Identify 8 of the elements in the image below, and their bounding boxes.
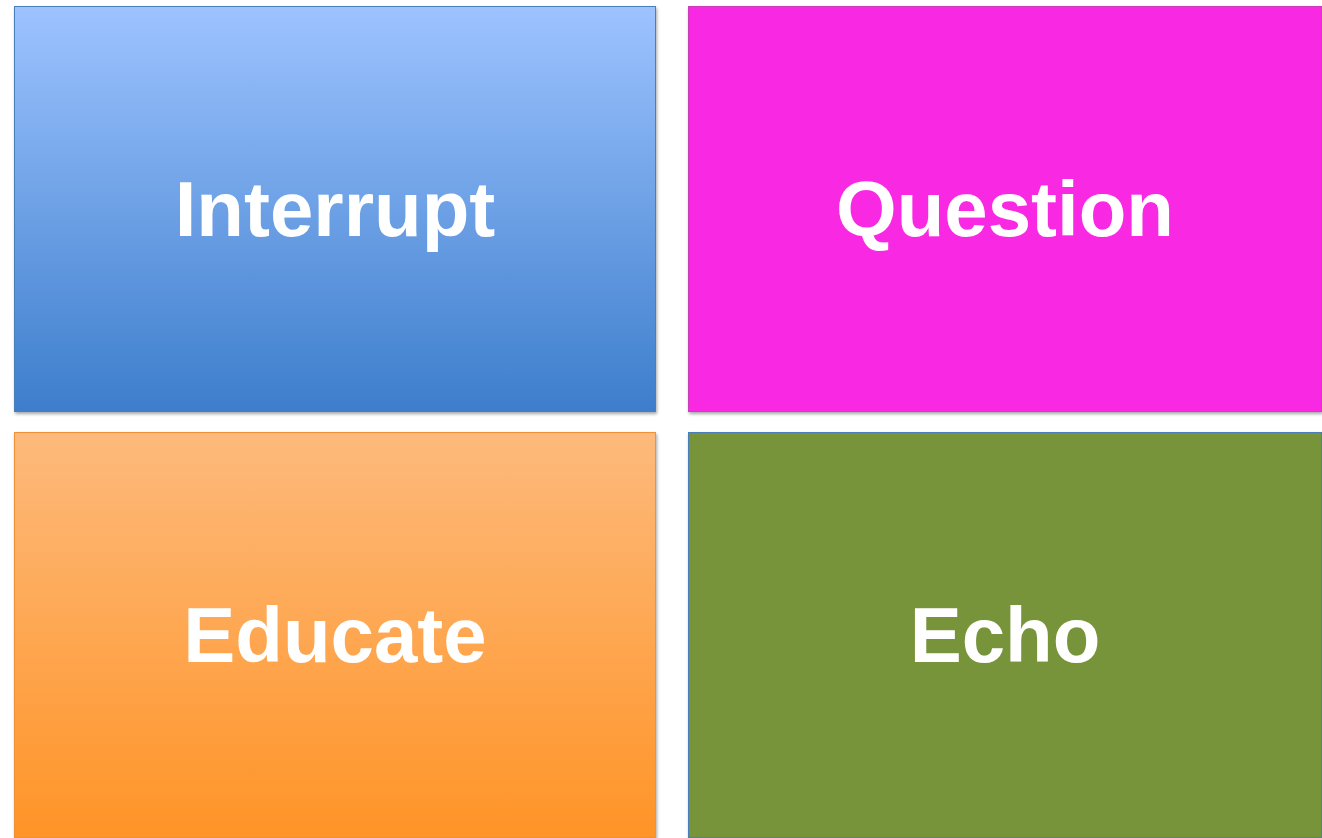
colored-box [14,432,656,838]
box-label: Question [836,163,1174,255]
colored-box [688,6,1322,412]
box-label: Echo [909,589,1101,681]
box-label: Interrupt [174,163,496,255]
colored-box [688,432,1322,838]
box-label: Educate [183,589,487,681]
colored-box [14,6,656,412]
